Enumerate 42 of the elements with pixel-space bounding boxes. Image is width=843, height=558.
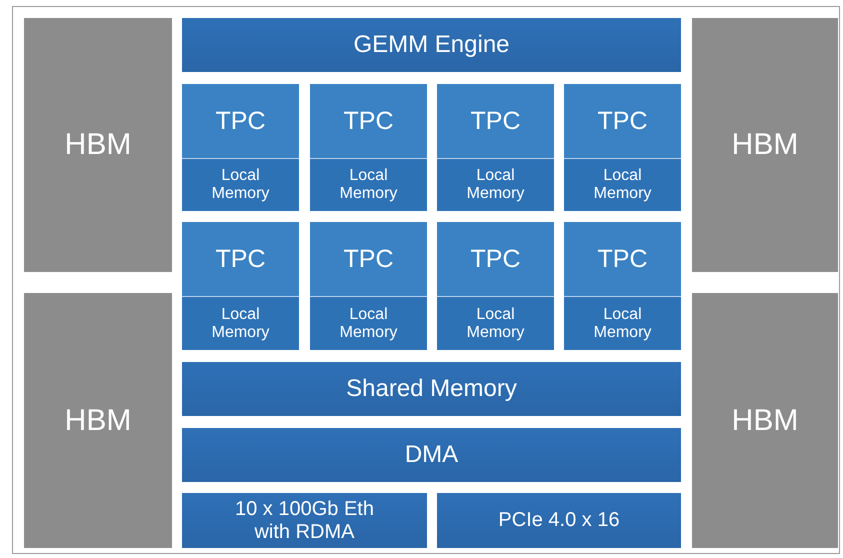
local-memory-section: Local Memory (564, 158, 681, 211)
processor-core-block (182, 222, 299, 350)
block-label: HBM (64, 404, 132, 438)
engine-block (182, 362, 681, 416)
block-title: TPC (344, 106, 394, 136)
local-memory-section: Local Memory (182, 158, 299, 211)
block-label: 10 x 100Gb Eth with RDMA (234, 498, 375, 544)
block-title: TPC (470, 106, 520, 136)
block-title: TPC (216, 106, 266, 136)
engine-block (182, 428, 681, 482)
block-title: TPC (344, 244, 394, 274)
block-title: TPC (598, 244, 648, 274)
block-label: HBM (64, 128, 132, 162)
memory-stack-block (24, 18, 172, 272)
block-label: PCIe 4.0 x 16 (498, 509, 620, 532)
processor-core-block (437, 84, 554, 211)
local-memory-section: Local Memory (310, 296, 427, 350)
local-memory-section: Local Memory (182, 296, 299, 350)
local-memory-section: Local Memory (437, 158, 554, 211)
block-title: TPC (470, 244, 520, 274)
local-memory-section: Local Memory (310, 158, 427, 211)
block-title: TPC (216, 244, 266, 274)
local-memory-section: Local Memory (437, 296, 554, 350)
local-memory-section: Local Memory (564, 296, 681, 350)
block-label: Shared Memory (346, 375, 517, 403)
processor-core-block (437, 222, 554, 350)
block-label: HBM (732, 404, 798, 438)
processor-core-block (310, 84, 427, 211)
memory-stack-block (692, 18, 838, 272)
block-label: GEMM Engine (353, 31, 510, 59)
processor-core-block (310, 222, 427, 350)
block-label: DMA (404, 441, 458, 469)
block-title: TPC (598, 106, 648, 136)
memory-stack-block (692, 293, 838, 548)
interface-block (437, 493, 681, 548)
memory-stack-block (24, 293, 172, 548)
processor-core-block (564, 84, 681, 211)
processor-core-block (182, 84, 299, 211)
interface-block (182, 493, 427, 548)
block-label: HBM (732, 128, 798, 162)
engine-block (182, 18, 681, 72)
processor-core-block (564, 222, 681, 350)
